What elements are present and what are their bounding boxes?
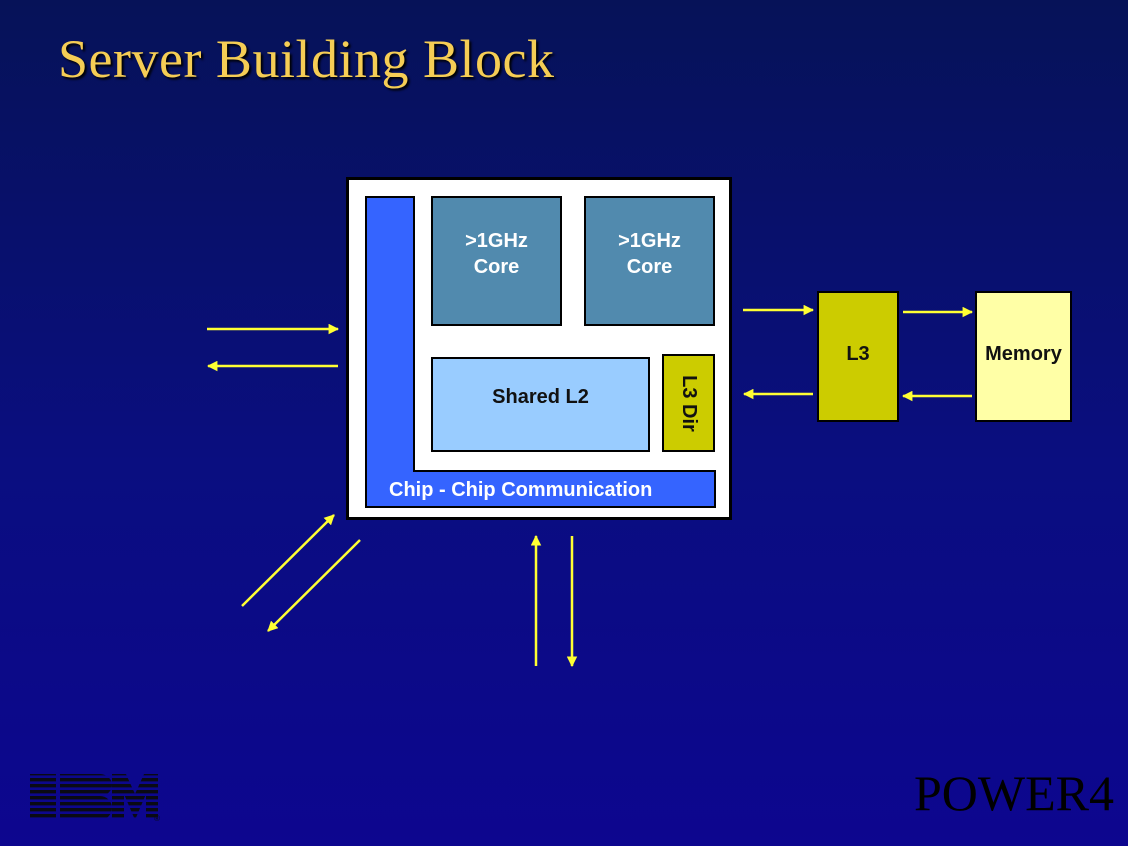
- shared-l2-label: Shared L2: [492, 386, 589, 408]
- chip-comm-edge-left: [365, 196, 367, 508]
- chip-comm-edge-top: [413, 470, 716, 472]
- ibm-logo: ®: [30, 774, 160, 823]
- l3-label: L3: [846, 343, 870, 365]
- core-right-speed: >1GHz: [618, 230, 681, 252]
- svg-text:®: ®: [154, 814, 160, 823]
- slide-title: Server Building Block: [58, 29, 555, 89]
- memory-block: Memory: [975, 291, 1072, 422]
- l3-cache-block: L3: [817, 291, 899, 422]
- chip-comm-horizontal-bar: [365, 470, 716, 508]
- core-right-label: Core: [626, 256, 673, 278]
- core-left-speed: >1GHz: [465, 230, 528, 252]
- shared-l2-block: Shared L2: [431, 357, 650, 452]
- core-right-block: >1GHz Core: [584, 196, 715, 326]
- arrow-diag-in: [241, 514, 335, 607]
- arrow-diag-out: [267, 539, 361, 632]
- core-left-block: >1GHz Core: [431, 196, 562, 326]
- core-left-label: Core: [473, 256, 520, 278]
- power4-footer: POWER4: [914, 765, 1114, 821]
- chip-comm-label: Chip - Chip Communication: [389, 479, 653, 501]
- memory-label: Memory: [985, 343, 1062, 365]
- chip-comm-vertical-bar: [365, 196, 415, 508]
- chip-comm-edge-inner: [413, 196, 415, 472]
- l3-dir-block: L3 Dir: [662, 354, 715, 452]
